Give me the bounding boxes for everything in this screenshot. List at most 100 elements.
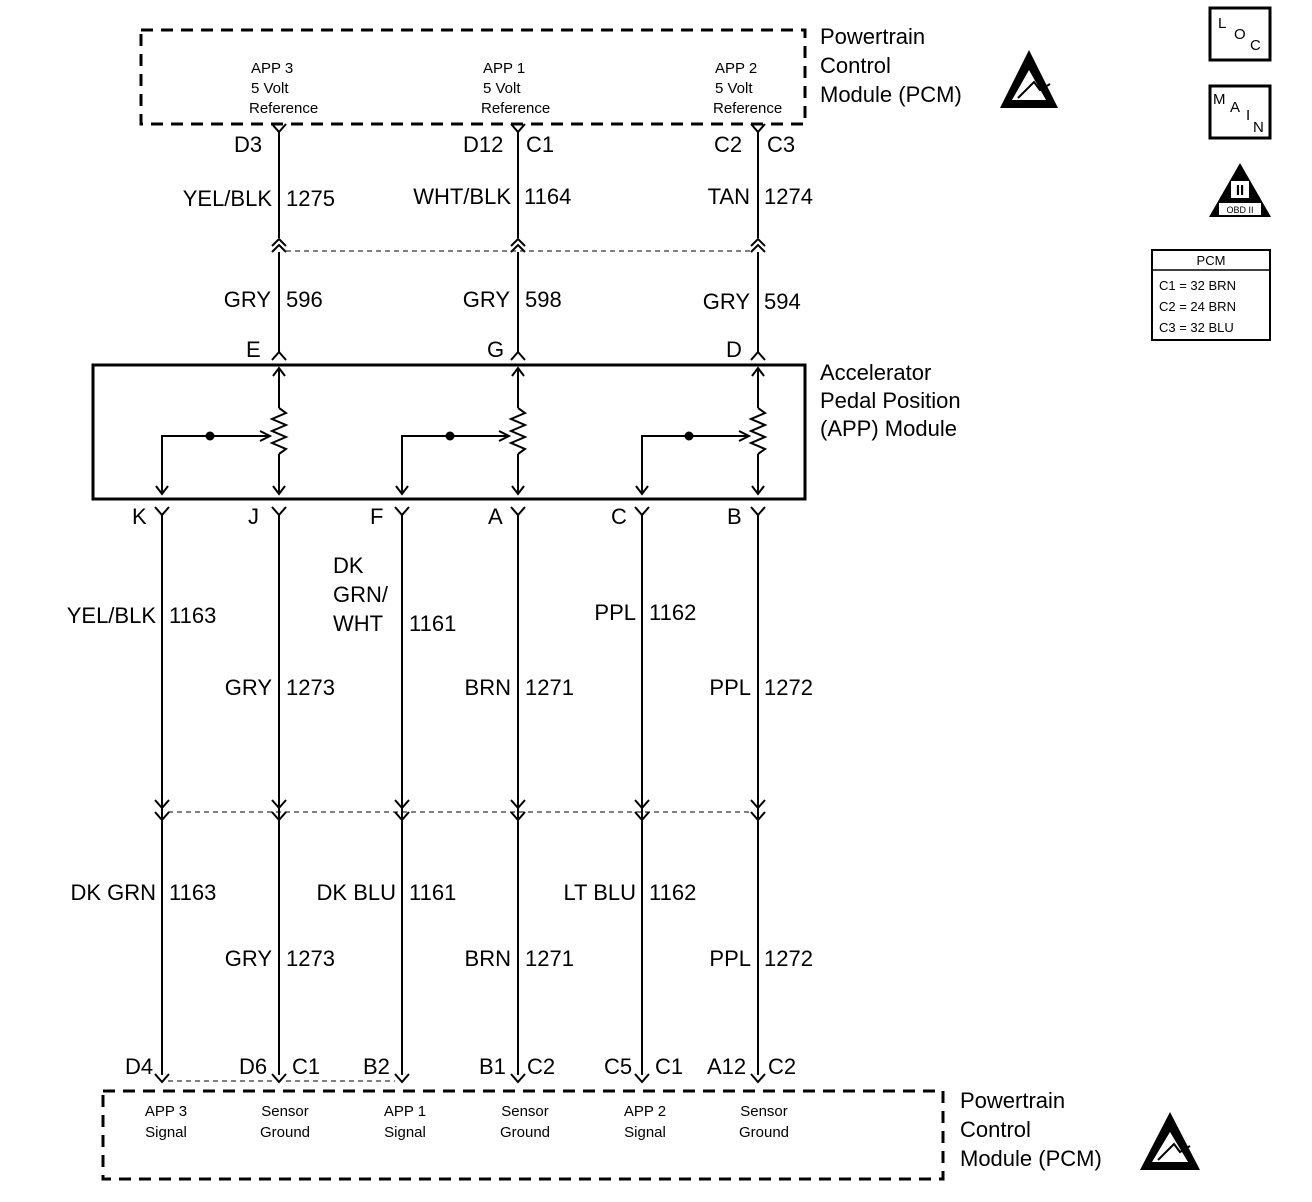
pcm-bottom-title-line2: Control [960, 1117, 1031, 1142]
lower-a-wire-3-color-line2: GRN/ [333, 582, 389, 607]
lower-b-wire-4-circuit: 1271 [525, 946, 574, 971]
pcm-top-terminal-2-line1: APP 1 [483, 60, 525, 77]
app-pin-f: F [370, 504, 383, 529]
pcm-top-terminal-3-line3: Reference [713, 100, 782, 117]
pcm-bottom-terminal-2-line1: Sensor [261, 1103, 309, 1120]
loc-icon-letter-2: O [1234, 26, 1246, 43]
main-icon[interactable]: M A I N [1208, 84, 1272, 140]
app-pin-k: K [132, 504, 147, 529]
lower-a-wire-3-circuit: 1161 [409, 611, 456, 636]
pcm-top-terminal-1-line2: 5 Volt [251, 80, 289, 97]
app-module-box [91, 363, 807, 501]
pcm-bottom-box [101, 1089, 945, 1181]
app-module-title-line2: Pedal Position [820, 388, 961, 413]
loc-icon-letter-3: C [1250, 37, 1261, 54]
esd-warning-icon [1000, 50, 1058, 108]
esd-warning-bottom-icon [1140, 1112, 1200, 1170]
mid-wire-3-circuit: 594 [764, 289, 801, 314]
pcm-bottom-terminal-1-line2: Signal [145, 1124, 187, 1141]
lower-a-wire-1-circuit: 1163 [169, 603, 216, 628]
pcm-bottom-title-line1: Powertrain [960, 1088, 1065, 1113]
upper-wire-2-circuit: 1164 [524, 184, 571, 209]
pin-top-c3: C3 [767, 132, 795, 157]
bottom-terminal-chevrons [154, 1073, 766, 1084]
pcm-bottom-terminal-3-line1: APP 1 [384, 1103, 426, 1120]
lower-b-wire-2-color: GRY [225, 946, 273, 971]
pcm-top-terminal-3-line2: 5 Volt [715, 80, 753, 97]
lower-a-wire-3-color-line3: WHT [333, 611, 383, 636]
mid-wire-1-circuit: 596 [286, 287, 323, 312]
lower-a-wire-2-circuit: 1273 [286, 675, 335, 700]
pcm-table-header: PCM [1197, 253, 1226, 268]
lower-b-wire-6-color: PPL [709, 946, 751, 971]
pcm-bottom-title: Powertrain Control Module (PCM) [960, 1088, 1102, 1171]
mid-wire-2-circuit: 598 [525, 287, 562, 312]
pcm-bottom-terminal-4-line1: Sensor [501, 1103, 549, 1120]
lower-wire-lines [154, 506, 766, 1075]
obd-ii-icon[interactable]: II OBD II [1209, 163, 1271, 217]
mid-wire-2-color: GRY [463, 287, 511, 312]
pin-bottom-c2-a: C2 [527, 1054, 555, 1079]
pcm-bottom-terminal-5-line2: Signal [624, 1124, 666, 1141]
pin-bottom-b2: B2 [363, 1054, 390, 1079]
pcm-top-terminal-3-line1: APP 2 [715, 60, 757, 77]
pcm-top-terminal-1-line3: Reference [249, 100, 318, 117]
pcm-bottom-terminal-6-line2: Ground [739, 1124, 789, 1141]
main-icon-letter-2: A [1230, 99, 1240, 116]
app-pin-a: A [488, 504, 503, 529]
lower-a-wire-4-color: BRN [465, 675, 511, 700]
app-pin-c: C [611, 504, 627, 529]
app-pin-e: E [246, 337, 261, 362]
app-module-title-line1: Accelerator [820, 360, 931, 385]
pin-top-c1: C1 [526, 132, 554, 157]
pcm-top-terminal-2-line3: Reference [481, 100, 550, 117]
upper-connector-chevrons [271, 237, 766, 253]
upper-wire-3-circuit: 1274 [764, 184, 813, 209]
pcm-top-title-line2: Control [820, 53, 891, 78]
app-pin-b: B [727, 504, 742, 529]
pcm-bottom-terminal-2-line2: Ground [260, 1124, 310, 1141]
app-pin-d: D [726, 337, 742, 362]
pcm-top-box [139, 28, 807, 126]
upper-wire-1-color: YEL/BLK [183, 186, 273, 211]
lower-b-wire-5-circuit: 1162 [649, 880, 696, 905]
lower-a-wire-6-color: PPL [709, 675, 751, 700]
pcm-table-row-1: C1 = 32 BRN [1159, 278, 1236, 293]
mid-wire-1-color: GRY [224, 287, 272, 312]
app-pin-g: G [487, 337, 504, 362]
pin-bottom-c5: C5 [604, 1054, 632, 1079]
potentiometer-app1 [395, 366, 528, 496]
lower-connector-chevrons [154, 799, 766, 822]
pcm-top-terminals: APP 3 5 Volt Reference APP 1 5 Volt Refe… [249, 60, 782, 117]
app-module-title: Accelerator Pedal Position (APP) Module [820, 360, 961, 441]
lower-a-wire-1-color: YEL/BLK [67, 603, 157, 628]
pin-bottom-a12: A12 [707, 1054, 746, 1079]
app-pin-j: J [248, 504, 259, 529]
pcm-bottom-terminal-5-line1: APP 2 [624, 1103, 666, 1120]
pcm-top-title-line1: Powertrain [820, 24, 925, 49]
pin-top-c2: C2 [714, 132, 742, 157]
main-icon-letter-3: I [1246, 107, 1250, 124]
obd-ii-icon-numeral: II [1236, 182, 1244, 199]
pin-bottom-c1-a: C1 [292, 1054, 320, 1079]
pcm-bottom-title-line3: Module (PCM) [960, 1146, 1102, 1171]
main-icon-letter-4: N [1253, 119, 1264, 136]
lower-b-wire-5-color: LT BLU [563, 880, 636, 905]
pcm-bottom-terminal-6-line1: Sensor [740, 1103, 788, 1120]
pcm-bottom-terminal-1-line1: APP 3 [145, 1103, 187, 1120]
lower-a-wire-3-color-line1: DK [333, 553, 364, 578]
pcm-top-terminal-1-line1: APP 3 [251, 60, 293, 77]
pin-bottom-c2-b: C2 [768, 1054, 796, 1079]
lower-b-wire-1-color: DK GRN [70, 880, 156, 905]
pcm-table-row-2: C2 = 24 BRN [1159, 299, 1236, 314]
pcm-top-terminal-2-line2: 5 Volt [483, 80, 521, 97]
pcm-bottom-terminal-4-line2: Ground [500, 1124, 550, 1141]
pin-top-d12: D12 [463, 132, 503, 157]
lower-b-wire-3-circuit: 1161 [409, 880, 456, 905]
lower-a-wire-4-circuit: 1271 [525, 675, 574, 700]
loc-icon[interactable]: L O C [1208, 6, 1272, 62]
loc-icon-letter-1: L [1218, 15, 1226, 32]
pin-top-d3: D3 [234, 132, 262, 157]
pcm-bottom-terminal-3-line2: Signal [384, 1124, 426, 1141]
